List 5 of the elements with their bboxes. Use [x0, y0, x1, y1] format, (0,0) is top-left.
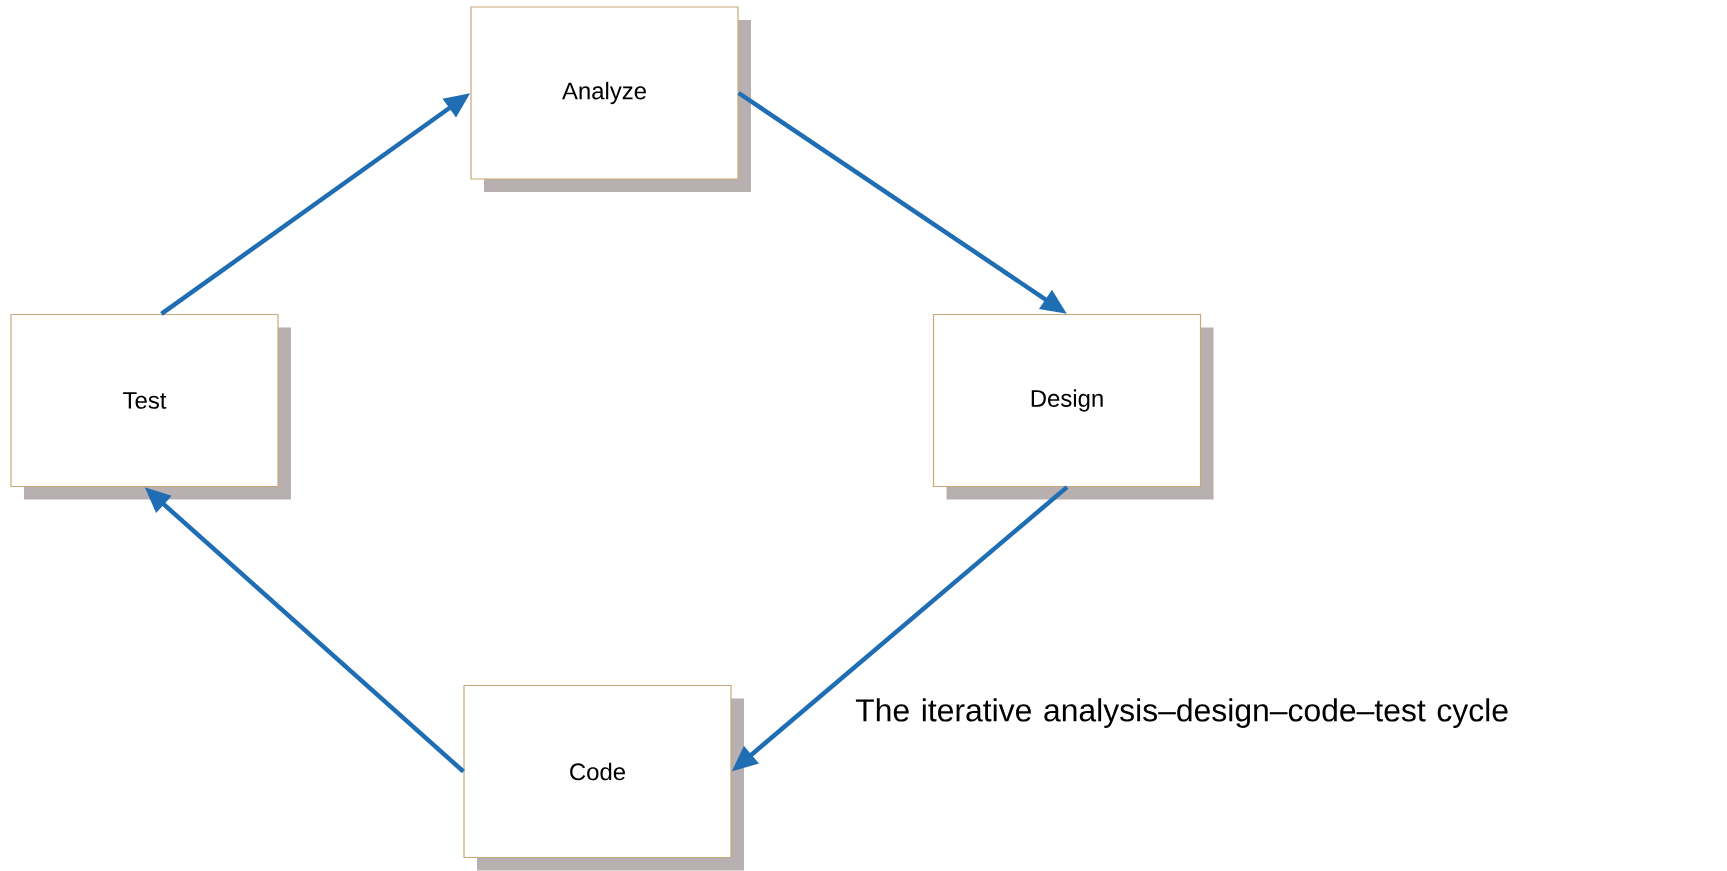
process-box: Analyze: [470, 6, 751, 192]
process-box: Code: [463, 684, 744, 871]
caption: The iterative analysis–design–code–test cycle: [855, 698, 1508, 728]
process-box: Design: [932, 313, 1214, 500]
process-box: Test: [10, 313, 291, 500]
